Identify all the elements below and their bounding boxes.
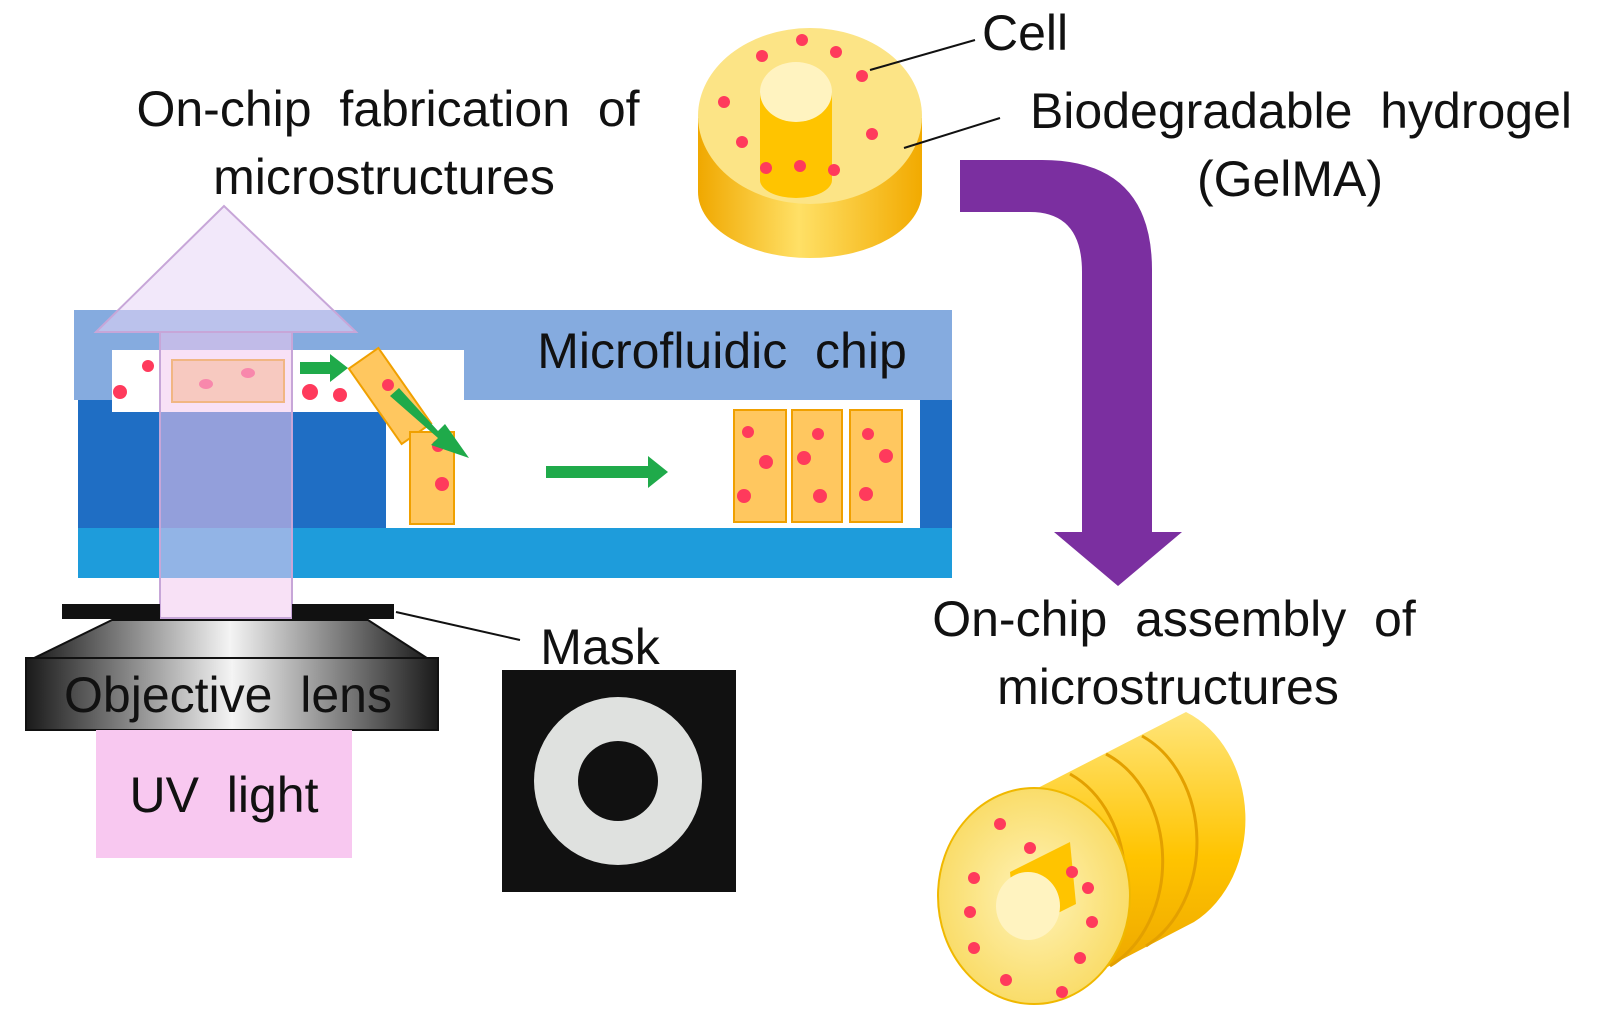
uv-beam-shaft (159, 331, 293, 619)
cell-dot (1024, 842, 1036, 854)
cell-dot (866, 128, 878, 140)
tube-inner-post-end (996, 872, 1060, 940)
cell-dot (1086, 916, 1098, 928)
cell-dot (968, 942, 980, 954)
cell-dot (759, 455, 773, 469)
cell-dot (812, 428, 824, 440)
cell-dot (113, 385, 127, 399)
inner-post-side (760, 92, 832, 198)
flow-arrow-icon (546, 456, 668, 488)
inner-post-top (760, 62, 832, 122)
mask-hole (578, 741, 658, 821)
stacked-block (733, 409, 787, 523)
stacked-block (791, 409, 843, 523)
objective-lens-label: Objective lens (64, 667, 392, 723)
cell-dot (968, 872, 980, 884)
objective-lens-cone (29, 619, 434, 661)
cell-dot (797, 451, 811, 465)
assembled-tube (937, 712, 1246, 1005)
cell-dot (333, 388, 347, 402)
uv-beam (93, 204, 359, 619)
tube-cells (964, 818, 1098, 998)
cell-dot (813, 489, 827, 503)
cell-dot (760, 162, 772, 174)
tube-segment-line (1141, 734, 1199, 948)
microfluidic-chip-label: Microfluidic chip (537, 323, 907, 379)
cell-dot (862, 428, 874, 440)
objective-lens-body (25, 657, 439, 731)
optics (25, 604, 521, 858)
cell-leader-line (869, 39, 976, 71)
cell-dot (1082, 882, 1094, 894)
cell-dot (718, 96, 730, 108)
cell-dot (796, 34, 808, 46)
mask-plate-left (62, 604, 160, 619)
cell-dot (302, 384, 318, 400)
hydrogel-label-line1: Biodegradable hydrogel (1030, 83, 1572, 139)
flow-arrow-icon (390, 388, 469, 458)
cell-dot (142, 360, 154, 372)
assembly-label-line1: On-chip assembly of (932, 591, 1416, 647)
cell-dot (742, 426, 754, 438)
cell-dot (737, 489, 751, 503)
stacked-block (849, 409, 903, 523)
cell-dot (1066, 866, 1078, 878)
labels: On-chip fabrication of microstructures C… (64, 5, 1572, 823)
uv-light-source (96, 730, 352, 858)
cell-dot (1000, 974, 1012, 986)
cell-label: Cell (982, 5, 1068, 61)
cell-dot (879, 449, 893, 463)
cell-dot (736, 136, 748, 148)
single-microstructure (698, 28, 1001, 258)
mask-label: Mask (540, 619, 660, 675)
hydrogel-label-line2: (GelMA) (1197, 151, 1383, 207)
cell-dot (856, 70, 868, 82)
cell-dot (964, 906, 976, 918)
cell-dot (1056, 986, 1068, 998)
tube-segment-line (1105, 752, 1165, 968)
mask-photo (502, 670, 736, 892)
cell-dot (382, 379, 394, 391)
process-arrow-icon (960, 160, 1182, 586)
cell-dot (756, 50, 768, 62)
cell-dot (994, 818, 1006, 830)
cell-dot (828, 164, 840, 176)
mask-leader-line (395, 611, 521, 641)
uv-beam-arrowhead (93, 204, 359, 333)
hydrogel-leader-line (903, 117, 1001, 149)
cell-dot (1074, 952, 1086, 964)
cell-dot (859, 487, 873, 501)
cell-dot (435, 477, 449, 491)
assembly-label-line2: microstructures (997, 659, 1339, 715)
cell-dot (830, 46, 842, 58)
fabrication-label-line2: microstructures (213, 149, 555, 205)
cell-dot (794, 160, 806, 172)
flow-arrow-icon (300, 354, 348, 382)
mask-plate-right (292, 604, 394, 619)
fabrication-label-line1: On-chip fabrication of (136, 81, 639, 137)
microstructure-cells (718, 34, 878, 176)
uv-light-label: UV light (130, 767, 319, 823)
flow-arrows (300, 354, 668, 488)
